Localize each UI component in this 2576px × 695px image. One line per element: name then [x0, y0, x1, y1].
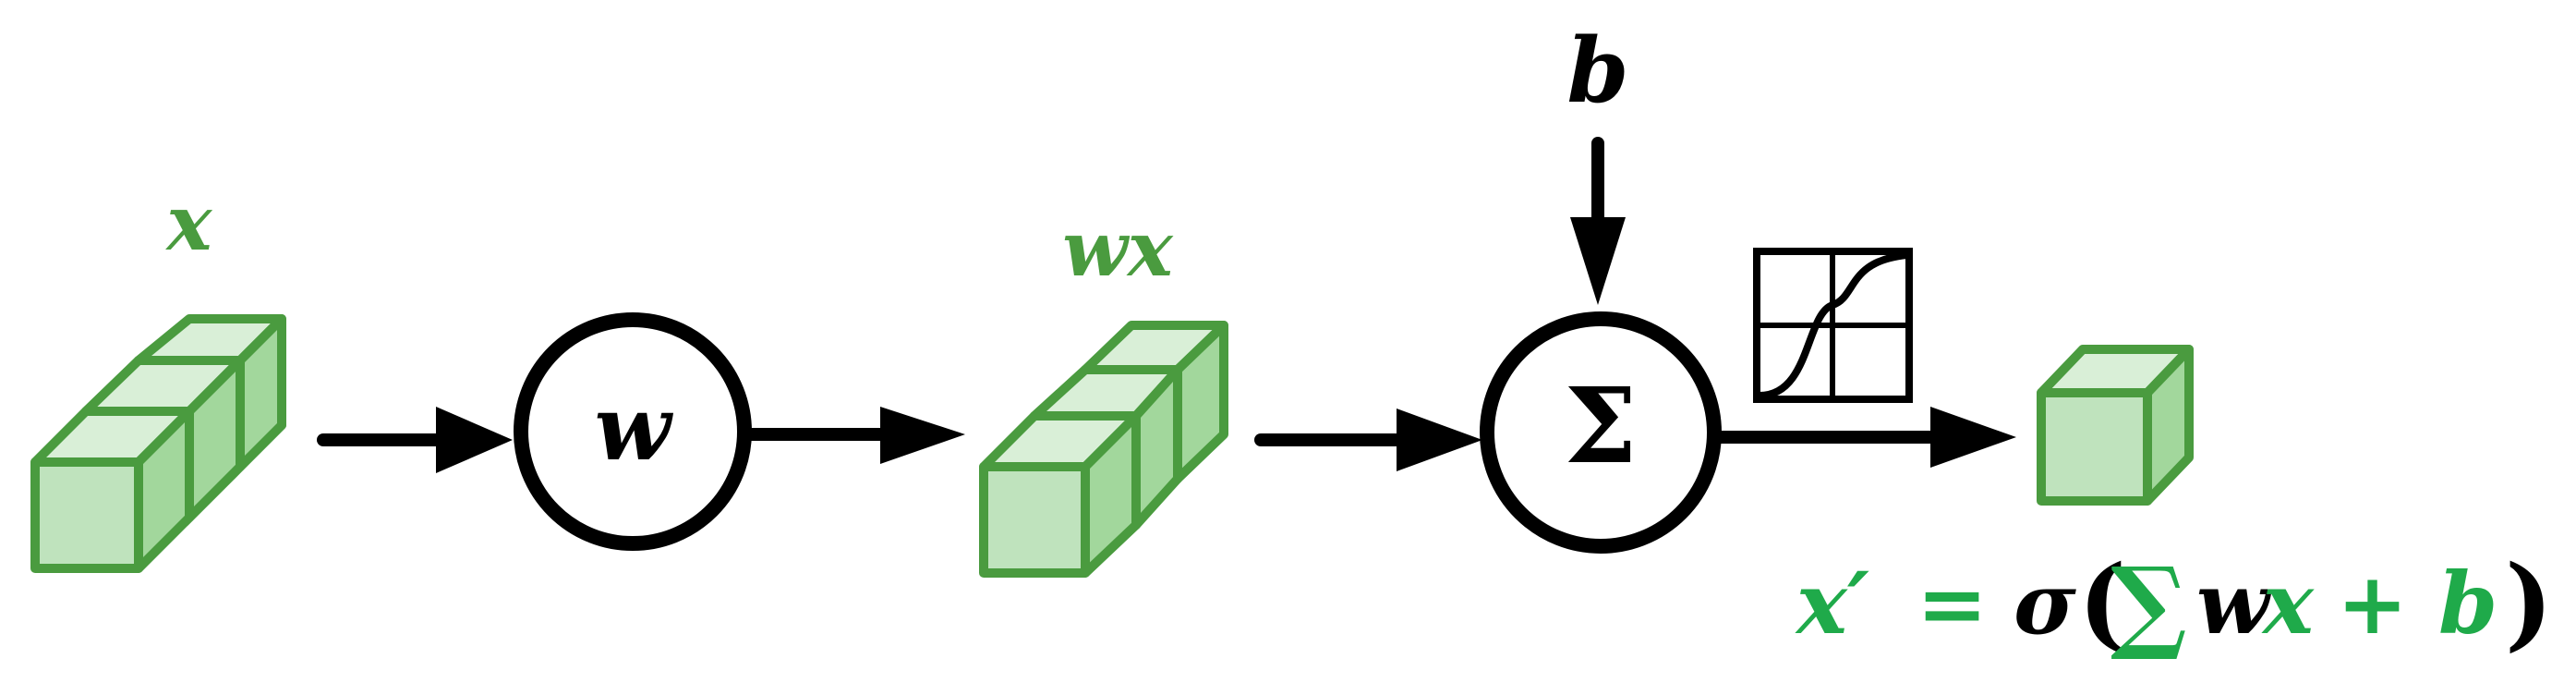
sum-node: Σ	[1480, 311, 1722, 554]
formula-plus: +	[2337, 554, 2408, 653]
bias-label: b	[1566, 18, 1628, 123]
formula-b: b	[2438, 554, 2497, 653]
formula-sigma: σ	[2014, 554, 2076, 653]
arrow-wx-to-sum	[1254, 408, 1482, 471]
arrow-sum-to-output	[1714, 407, 2016, 468]
arrow-bias-to-sum	[1570, 137, 1626, 305]
weight-symbol: w	[595, 376, 674, 481]
formula-close-paren: )	[2505, 543, 2553, 662]
formula-w: w	[2196, 554, 2272, 653]
formula-sum: ∑	[2110, 544, 2187, 664]
weight-node: w	[514, 312, 752, 551]
weighted-label: wx	[1062, 205, 1174, 294]
input-cube-stack	[30, 314, 286, 573]
arrow-input-to-weight	[317, 407, 513, 473]
output-formula: x′ = σ ( ∑ w x + b )	[1795, 543, 2553, 664]
sum-symbol: Σ	[1564, 366, 1637, 487]
weighted-cube-stack	[979, 321, 1228, 578]
formula-equals: =	[1917, 554, 1988, 653]
output-cube	[2037, 345, 2194, 506]
input-label: x	[165, 179, 213, 268]
arrow-weight-to-wx	[744, 407, 965, 464]
formula-lhs: x′	[1795, 554, 1869, 653]
formula-x: x	[2261, 554, 2315, 653]
activation-function-box: f	[1753, 248, 1913, 403]
formula-open-paren: (	[2078, 543, 2126, 662]
